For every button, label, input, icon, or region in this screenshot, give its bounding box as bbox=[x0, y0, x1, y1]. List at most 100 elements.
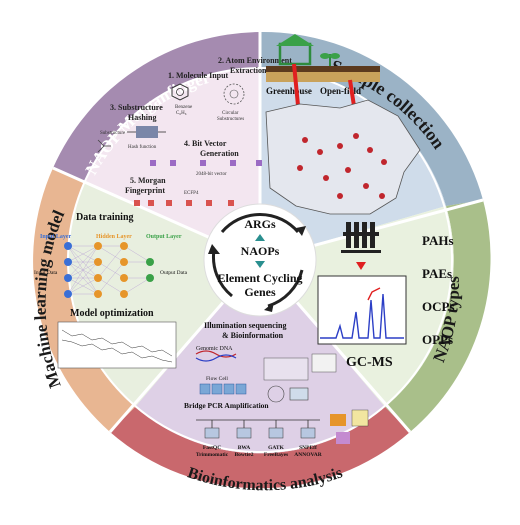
center-element-cycling: Element Cycling bbox=[218, 271, 303, 285]
fingerprint-cell bbox=[134, 200, 140, 206]
ml-output-data: Output Data bbox=[160, 270, 188, 276]
nn-node bbox=[120, 274, 128, 282]
ml-output-layer: Output Layer bbox=[146, 234, 182, 240]
nn-node bbox=[94, 290, 102, 298]
site-marker bbox=[381, 159, 387, 165]
step3-label-line1: 3. Substructure bbox=[110, 103, 163, 112]
naop-type-opps: OPPs bbox=[422, 332, 453, 347]
nn-node bbox=[120, 290, 128, 298]
nn-node bbox=[94, 258, 102, 266]
nn-node bbox=[120, 258, 128, 266]
tool-box bbox=[268, 427, 284, 439]
instrument-label: GC-MS bbox=[346, 355, 393, 370]
site-marker bbox=[297, 165, 303, 171]
flow-cell-icon bbox=[199, 383, 247, 395]
tool-4-line1: SNPEff bbox=[299, 445, 317, 451]
optimization-plot-lines bbox=[61, 329, 173, 363]
nn-node bbox=[64, 290, 72, 298]
benzene-ring-icon bbox=[176, 88, 184, 96]
china-map bbox=[265, 99, 421, 215]
pcr-cycle-icon bbox=[267, 385, 309, 403]
site-marker bbox=[337, 143, 343, 149]
bio-bridge-pcr: Bridge PCR Amplification bbox=[184, 401, 269, 410]
tool-1-line2: Trimmomatic bbox=[196, 452, 229, 458]
site-marker bbox=[345, 167, 351, 173]
tool-1-line1: FastQC bbox=[203, 445, 221, 451]
site-marker bbox=[367, 147, 373, 153]
site-marker bbox=[337, 193, 343, 199]
ml-input-layer: Input Layer bbox=[40, 234, 72, 240]
substructure-core-icon bbox=[229, 89, 239, 99]
step2-label-line1: 2. Atom Environment bbox=[218, 56, 292, 65]
bit-vector-row bbox=[150, 160, 262, 166]
nn-node bbox=[120, 242, 128, 250]
step4-label-line2: Generation bbox=[200, 149, 239, 158]
benzene-icon bbox=[171, 83, 189, 101]
step4-label-line1: 4. Bit Vector bbox=[184, 139, 227, 148]
site-marker bbox=[323, 175, 329, 181]
dna-strand-icon-2 bbox=[195, 354, 237, 362]
step2-sub1: Circular bbox=[222, 111, 239, 116]
naop-type-ocps: OCPs bbox=[422, 299, 455, 314]
up-arrow-icon bbox=[255, 234, 265, 241]
fragment-icon bbox=[97, 139, 111, 153]
plant-icon bbox=[320, 53, 340, 66]
cycle-arrowhead-left-icon bbox=[208, 244, 220, 254]
nn-connections bbox=[67, 245, 151, 295]
tool-2-line2: Bowtie2 bbox=[235, 452, 254, 458]
tool-3-line1: GATK bbox=[268, 445, 285, 451]
pipeline-arrows bbox=[196, 419, 320, 428]
step3-sub1: Substructure bbox=[100, 131, 126, 136]
site-marker bbox=[363, 183, 369, 189]
ml-input-data: Input Data bbox=[34, 270, 58, 276]
ml-panel: Data training Input Layer Hidden Layer O… bbox=[34, 212, 188, 369]
label-greenhouse: Greenhouse bbox=[266, 86, 312, 96]
fingerprint-cell bbox=[228, 200, 234, 206]
step1-sub2: C₆H₆ bbox=[176, 111, 187, 116]
tool-box bbox=[236, 427, 252, 439]
center-naops: NAOPs bbox=[241, 244, 280, 258]
step5-label-line2: Fingerprint bbox=[125, 186, 165, 195]
sequencing-step-box bbox=[263, 357, 309, 381]
step1-label: 1. Molecule Input bbox=[168, 71, 229, 80]
bioinfo-panel: Illumination sequencing & Bioinformation… bbox=[184, 321, 369, 458]
center-genes: Genes bbox=[244, 285, 276, 299]
center-args: ARGs bbox=[244, 217, 276, 231]
bit-cell bbox=[150, 160, 156, 166]
bio-title-line2: & Bioinformation bbox=[222, 331, 284, 340]
nn-node bbox=[94, 242, 102, 250]
nn-node bbox=[64, 242, 72, 250]
step4-sub: 2048-bit vector bbox=[196, 172, 227, 177]
fingerprint-cell bbox=[166, 200, 172, 206]
cycle-arrow-top bbox=[220, 213, 300, 233]
sequencer-icon bbox=[311, 353, 337, 373]
test-tube-rack-icon bbox=[341, 222, 381, 253]
nn-input-nodes bbox=[64, 242, 72, 298]
fingerprint-cell bbox=[206, 200, 212, 206]
bit-cell bbox=[230, 160, 236, 166]
bio-genomic-dna: Genomic DNA bbox=[196, 346, 233, 352]
nn-node bbox=[64, 274, 72, 282]
tool-2-line1: BWA bbox=[238, 445, 251, 451]
wedge-bioinformatics bbox=[135, 260, 385, 454]
step3-sub2: Hash function bbox=[128, 145, 157, 150]
step3-label-line2: Hashing bbox=[128, 113, 156, 122]
step2-label-line2: Extraction bbox=[230, 66, 267, 75]
tool-box bbox=[204, 427, 220, 439]
chromatogram-trace bbox=[320, 293, 404, 339]
bit-cell bbox=[170, 160, 176, 166]
annotation-icons bbox=[330, 409, 369, 444]
tool-box bbox=[300, 427, 316, 439]
step1-sub1: Benzene bbox=[175, 105, 193, 110]
red-arrow-icon bbox=[356, 262, 366, 270]
center-circle bbox=[203, 203, 317, 317]
fingerprint-cell bbox=[186, 200, 192, 206]
annotation-icon bbox=[351, 409, 369, 427]
cycle-arrowhead-right-icon bbox=[264, 302, 274, 312]
pipeline-tool-icons bbox=[204, 427, 316, 439]
site-marker bbox=[317, 149, 323, 155]
fingerprint-cell bbox=[148, 200, 154, 206]
fingerprint-row bbox=[134, 200, 234, 206]
